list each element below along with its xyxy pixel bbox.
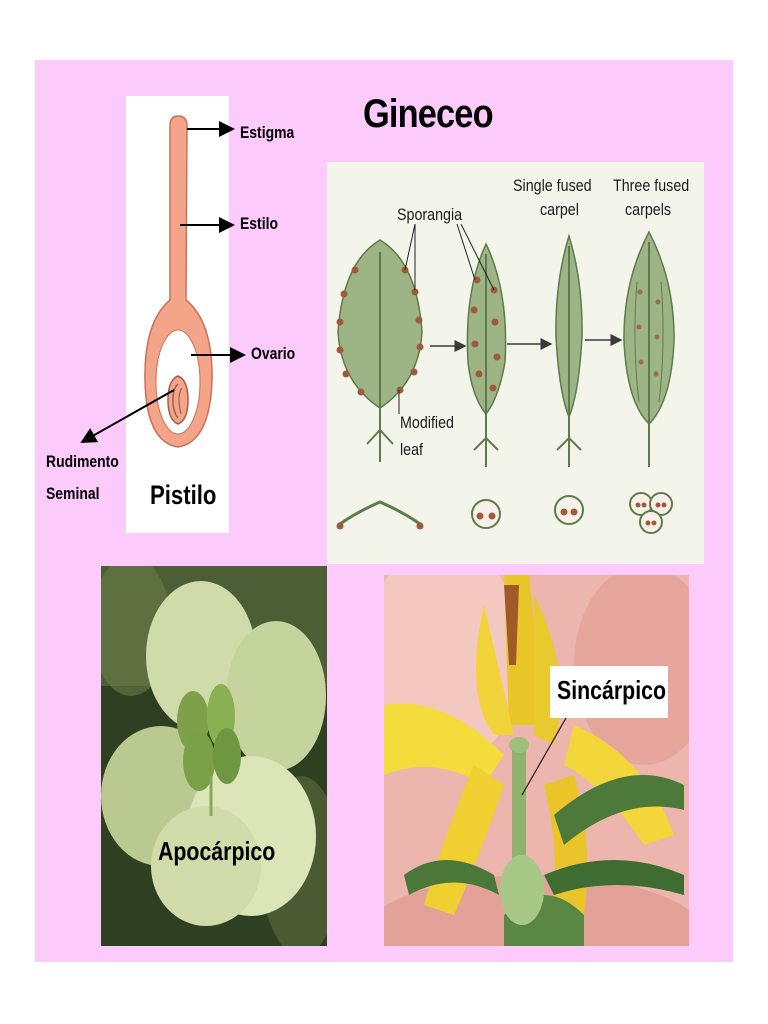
label-ovule-line1: Rudimento: [46, 452, 119, 471]
label-syncarpic: Sincárpico: [557, 675, 667, 705]
label-style: Estilo: [240, 214, 278, 233]
pistil-caption: Pistilo: [150, 480, 217, 510]
label-stigma: Estigma: [240, 123, 295, 142]
label-modified-leaf-line2: leaf: [400, 440, 424, 459]
label-sporangia: Sporangia: [397, 205, 463, 224]
cross-section-three-carpels: [629, 492, 673, 534]
apocarpic-flower-photo: [101, 566, 327, 946]
folding-leaf: [466, 242, 507, 467]
cross-section-folding: [471, 499, 501, 529]
label-three-fused-line1: Three fused: [613, 176, 690, 195]
label-three-fused-line2: carpels: [625, 200, 672, 219]
label-single-fused-line2: carpel: [540, 200, 579, 219]
carpel-evolution-drawing: [336, 223, 675, 534]
cross-section-single-carpel: [554, 495, 584, 525]
label-ovary: Ovario: [251, 344, 296, 363]
label-apocarpic: Apocárpico: [158, 836, 276, 866]
syncarpic-label-box: [550, 666, 668, 718]
label-modified-leaf-line1: Modified: [400, 413, 454, 432]
label-single-fused-line1: Single fused: [513, 176, 592, 195]
label-ovule-line2: Seminal: [46, 484, 100, 503]
ovule-shape: [167, 375, 189, 425]
cross-section-leaf: [336, 500, 424, 530]
single-fused-carpel: [555, 233, 583, 467]
slide-title: Gineceo: [363, 92, 494, 136]
three-fused-carpels: [623, 230, 675, 467]
modified-leaf: [336, 239, 424, 462]
arrow-ovule: [80, 389, 175, 443]
